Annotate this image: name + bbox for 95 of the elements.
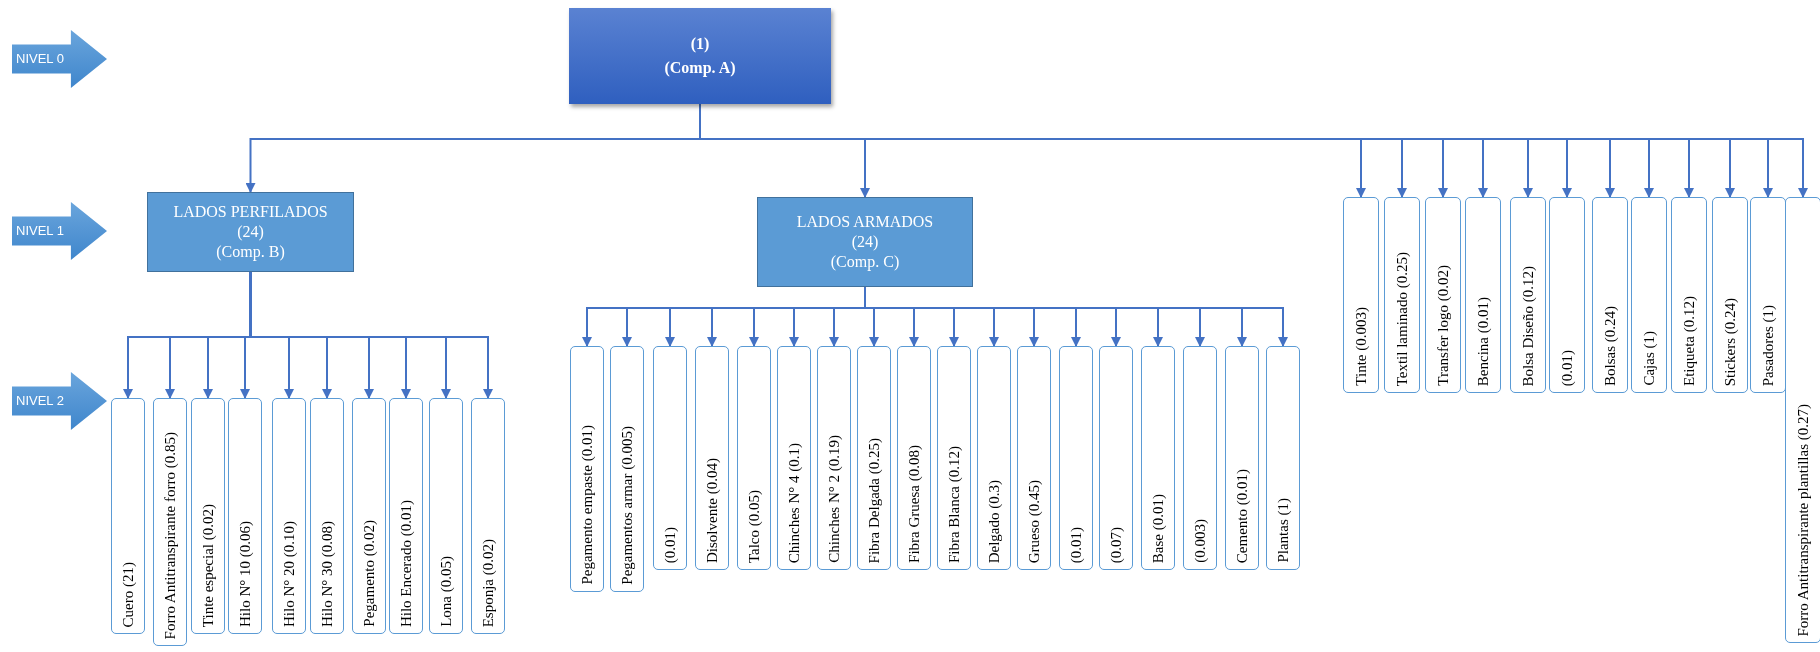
material-box — [1712, 197, 1748, 393]
material-label: (0.003) — [1190, 519, 1209, 563]
material-box — [1343, 197, 1379, 393]
material-label: Etiqueta (0.12) — [1679, 296, 1698, 386]
material-label: Forro Antitranspirante plantillas (0.27) — [1793, 403, 1812, 636]
material-label: Pasadores (1) — [1758, 304, 1777, 386]
component-label: LADOS ARMADOS — [796, 212, 934, 232]
root-box — [569, 8, 831, 104]
material-box — [817, 346, 851, 570]
level-arrow: NIVEL 1 — [12, 202, 107, 260]
material-box — [937, 346, 971, 570]
material-label: Hilo N° 10 (0.06) — [235, 521, 254, 627]
material-box — [471, 398, 505, 634]
material-box — [429, 398, 463, 634]
material-box — [857, 346, 891, 570]
material-label: Fibra Blanca (0.12) — [944, 445, 963, 563]
material-label: (0.07) — [1106, 526, 1125, 563]
material-box — [1510, 197, 1546, 393]
material-box — [1465, 197, 1501, 393]
component-box — [757, 197, 973, 287]
material-label: (0.01) — [1066, 526, 1085, 563]
material-label: Cajas (1) — [1639, 331, 1658, 386]
material-label: Pegamento empaste (0.01) — [577, 425, 596, 585]
material-box — [897, 346, 931, 570]
material-label: Textil laminado (0.25) — [1392, 251, 1411, 386]
material-label: Esponja (0.02) — [478, 538, 497, 627]
material-label: Cuero (21) — [118, 561, 137, 627]
material-label: Hilo N° 30 (0.08) — [317, 521, 336, 627]
material-box — [389, 398, 423, 634]
component-label: (Comp. C) — [830, 252, 900, 272]
material-label: Delgado (0.3) — [984, 479, 1003, 563]
material-label: Tinte (0.003) — [1351, 307, 1370, 386]
material-box — [1785, 197, 1820, 643]
arrow — [249, 271, 493, 399]
material-label: Tinte especial (0.02) — [198, 503, 217, 627]
material-box — [977, 346, 1011, 570]
component-label: LADOS PERFILADOS — [173, 202, 328, 222]
material-label: Disolvente (0.04) — [702, 458, 721, 563]
material-box — [1425, 197, 1461, 393]
material-label: Talco (0.05) — [744, 489, 763, 563]
material-box — [737, 346, 771, 570]
material-label: Grueso (0.45) — [1024, 479, 1043, 563]
material-box — [153, 398, 187, 646]
material-label: Stickers (0.24) — [1720, 297, 1739, 386]
material-label: Forro Antitranspirante forro (0.85) — [160, 431, 179, 639]
material-box — [610, 346, 644, 592]
component-label: (Comp. B) — [216, 242, 285, 262]
material-box — [1671, 197, 1707, 393]
material-box — [191, 398, 225, 634]
material-label: Bolsas (0.24) — [1600, 306, 1619, 386]
material-box — [1183, 346, 1217, 570]
material-box — [352, 398, 386, 634]
material-label: Chinches N° 4 (0.1) — [784, 442, 803, 563]
material-box — [1266, 346, 1300, 570]
material-box — [1017, 346, 1051, 570]
component-box — [147, 192, 354, 272]
material-label: Bencina (0.01) — [1473, 296, 1492, 386]
material-label: Fibra Gruesa (0.08) — [904, 445, 923, 563]
material-label: Cemento (0.01) — [1232, 468, 1251, 563]
material-box — [310, 398, 344, 634]
level-arrow: NIVEL 0 — [12, 30, 107, 88]
material-label: Base (0.01) — [1148, 493, 1167, 563]
material-label: (0.01) — [660, 526, 679, 563]
material-label: Chinches N° 2 (0.19) — [824, 435, 843, 563]
material-box — [1059, 346, 1093, 570]
material-box — [1750, 197, 1786, 393]
component-label: (24) — [237, 222, 264, 242]
material-box — [570, 346, 604, 592]
material-box — [1225, 346, 1259, 570]
material-box — [1592, 197, 1628, 393]
material-box — [1141, 346, 1175, 570]
material-box — [777, 346, 811, 570]
level-arrow: NIVEL 2 — [12, 372, 107, 430]
material-box — [1099, 346, 1133, 570]
material-label: Pegamentos armar (0.005) — [617, 426, 636, 585]
root-label: (Comp. A) — [664, 58, 736, 79]
material-label: Hilo Encerado (0.01) — [396, 499, 415, 627]
component-label: (24) — [851, 232, 879, 252]
material-label: Transfer logo (0.02) — [1433, 265, 1452, 386]
material-box — [1549, 197, 1585, 393]
material-box — [111, 398, 145, 634]
material-label: (0.01) — [1557, 349, 1576, 386]
material-box — [1631, 197, 1667, 393]
material-label: Lona (0.05) — [436, 556, 455, 627]
material-box — [653, 346, 687, 570]
material-box — [272, 398, 306, 634]
material-label: Hilo N° 20 (0.10) — [279, 521, 298, 627]
material-box — [1384, 197, 1420, 393]
material-label: Plantas (1) — [1273, 498, 1292, 563]
material-label: Pegamento (0.02) — [359, 520, 378, 627]
material-box — [228, 398, 262, 634]
material-label: Fibra Delgada (0.25) — [864, 437, 883, 563]
root-label: (1) — [690, 34, 710, 55]
material-box — [695, 346, 729, 570]
material-label: Bolsa Diseño (0.12) — [1518, 265, 1537, 386]
